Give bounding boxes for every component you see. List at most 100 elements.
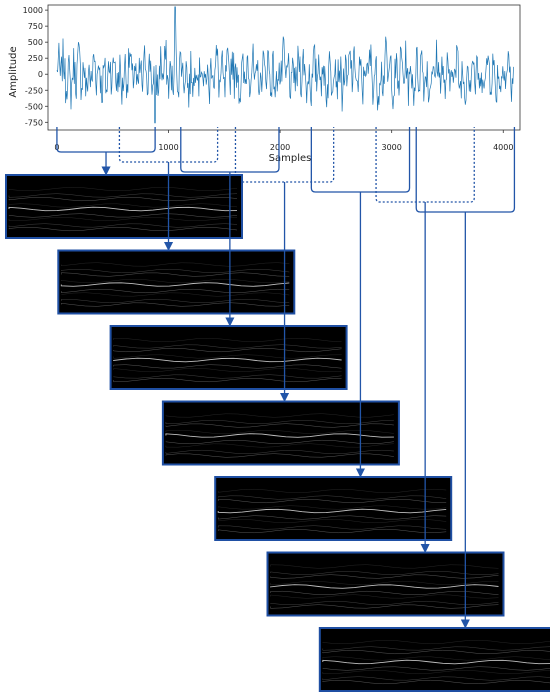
spectral-line [8, 226, 238, 232]
spectral-line [322, 666, 550, 671]
y-tick-label: 750 [28, 22, 43, 31]
spectral-line [270, 590, 499, 596]
window-bracket [375, 127, 475, 203]
spectral-line [322, 669, 550, 675]
spectral-line [8, 206, 238, 212]
spectral-line [113, 377, 342, 383]
spectral-line [113, 337, 342, 343]
spectral-line [217, 505, 447, 510]
spectral-line [270, 604, 499, 609]
spectral-line [113, 344, 342, 349]
spectrogram-panel [5, 174, 243, 239]
spectral-line [113, 364, 342, 369]
spectrogram-frame [57, 249, 296, 315]
spectrogram-panel [57, 249, 296, 315]
spectral-line [165, 433, 394, 438]
spectral-line [270, 594, 499, 599]
x-tick-label: 3000 [381, 143, 401, 152]
spectrogram-panel [161, 400, 400, 466]
spectral-line [217, 495, 447, 500]
spectrogram-panels [5, 174, 550, 692]
spectrogram-frame [161, 400, 400, 466]
spectral-line [322, 649, 550, 655]
spectral-line [8, 213, 238, 218]
spectrogram-frame [266, 551, 505, 617]
window-arrows [101, 152, 470, 629]
x-axis-label: Samples [269, 153, 312, 164]
spectrogram-panel [109, 325, 348, 390]
spectral-line [322, 646, 550, 651]
spectral-line [8, 216, 238, 222]
window-bracket [415, 127, 516, 213]
spectrogram-frame [5, 174, 243, 239]
waveform-chart: -750 -500 -250 0 250 500 750 1000 0 1000 2000 3000… [8, 4, 521, 164]
spectral-line [113, 374, 342, 379]
y-tick-label: -500 [25, 102, 43, 111]
spectral-line [113, 347, 342, 353]
spectral-line [165, 413, 394, 418]
spectral-line [113, 354, 342, 359]
spectral-line [322, 676, 550, 681]
spectral-line [322, 659, 550, 665]
spectral-line [61, 288, 290, 294]
spectral-line [113, 367, 342, 373]
window-bracket [310, 127, 411, 193]
y-tick-label: 0 [38, 70, 43, 79]
spectral-line [165, 439, 394, 445]
spectral-line [61, 272, 290, 277]
spectral-line [165, 449, 394, 455]
spectral-line [322, 679, 550, 685]
spectral-line [217, 508, 447, 514]
spectral-line [217, 525, 447, 530]
signal-line [56, 6, 514, 124]
spectral-line [165, 423, 394, 428]
spectral-line [113, 357, 342, 363]
spectral-line [61, 302, 290, 307]
spectrogram-panel [214, 476, 453, 541]
spectrogram-frame [318, 627, 550, 692]
y-tick-label: 250 [28, 54, 43, 63]
spectral-line [8, 223, 238, 228]
y-tick-label: 500 [28, 38, 43, 47]
y-axis-ticks: -750 -500 -250 0 250 500 750 1000 [23, 6, 48, 127]
spectral-line [165, 419, 394, 425]
spectral-line [217, 488, 447, 494]
spectral-line [61, 298, 290, 304]
spectral-line [270, 564, 499, 569]
spectral-line [8, 203, 238, 208]
spectral-line [217, 518, 447, 524]
spectrogram-frame [109, 325, 348, 390]
spectrogram-frame [214, 476, 453, 541]
spectral-line [165, 429, 394, 435]
spectral-line [270, 584, 499, 589]
y-axis-label: Amplitude [8, 46, 19, 97]
spectral-line [61, 292, 290, 297]
spectral-line [8, 193, 238, 198]
plot-frame [47, 4, 521, 131]
spectral-line [322, 639, 550, 645]
spectral-line [217, 515, 447, 520]
y-tick-label: -250 [25, 86, 43, 95]
window-bracket [56, 127, 156, 153]
spectral-line [165, 453, 394, 458]
x-tick-label: 2000 [270, 143, 290, 152]
spectral-line [217, 498, 447, 504]
y-tick-label: -750 [25, 118, 43, 127]
x-tick-label: 4000 [493, 143, 513, 152]
x-tick-label: 1000 [158, 143, 178, 152]
spectral-line [270, 574, 499, 579]
window-bracket [180, 127, 280, 173]
spectral-line [270, 570, 499, 576]
spectrogram-panel [318, 627, 550, 692]
y-tick-label: 1000 [23, 6, 43, 15]
spectral-line [270, 580, 499, 586]
window-bracket [118, 127, 219, 163]
spectrogram-panel [266, 551, 505, 617]
spectral-line [270, 600, 499, 606]
spectral-line [217, 528, 447, 534]
spectral-line [8, 196, 238, 202]
spectral-line [165, 443, 394, 448]
spectral-line [322, 656, 550, 661]
